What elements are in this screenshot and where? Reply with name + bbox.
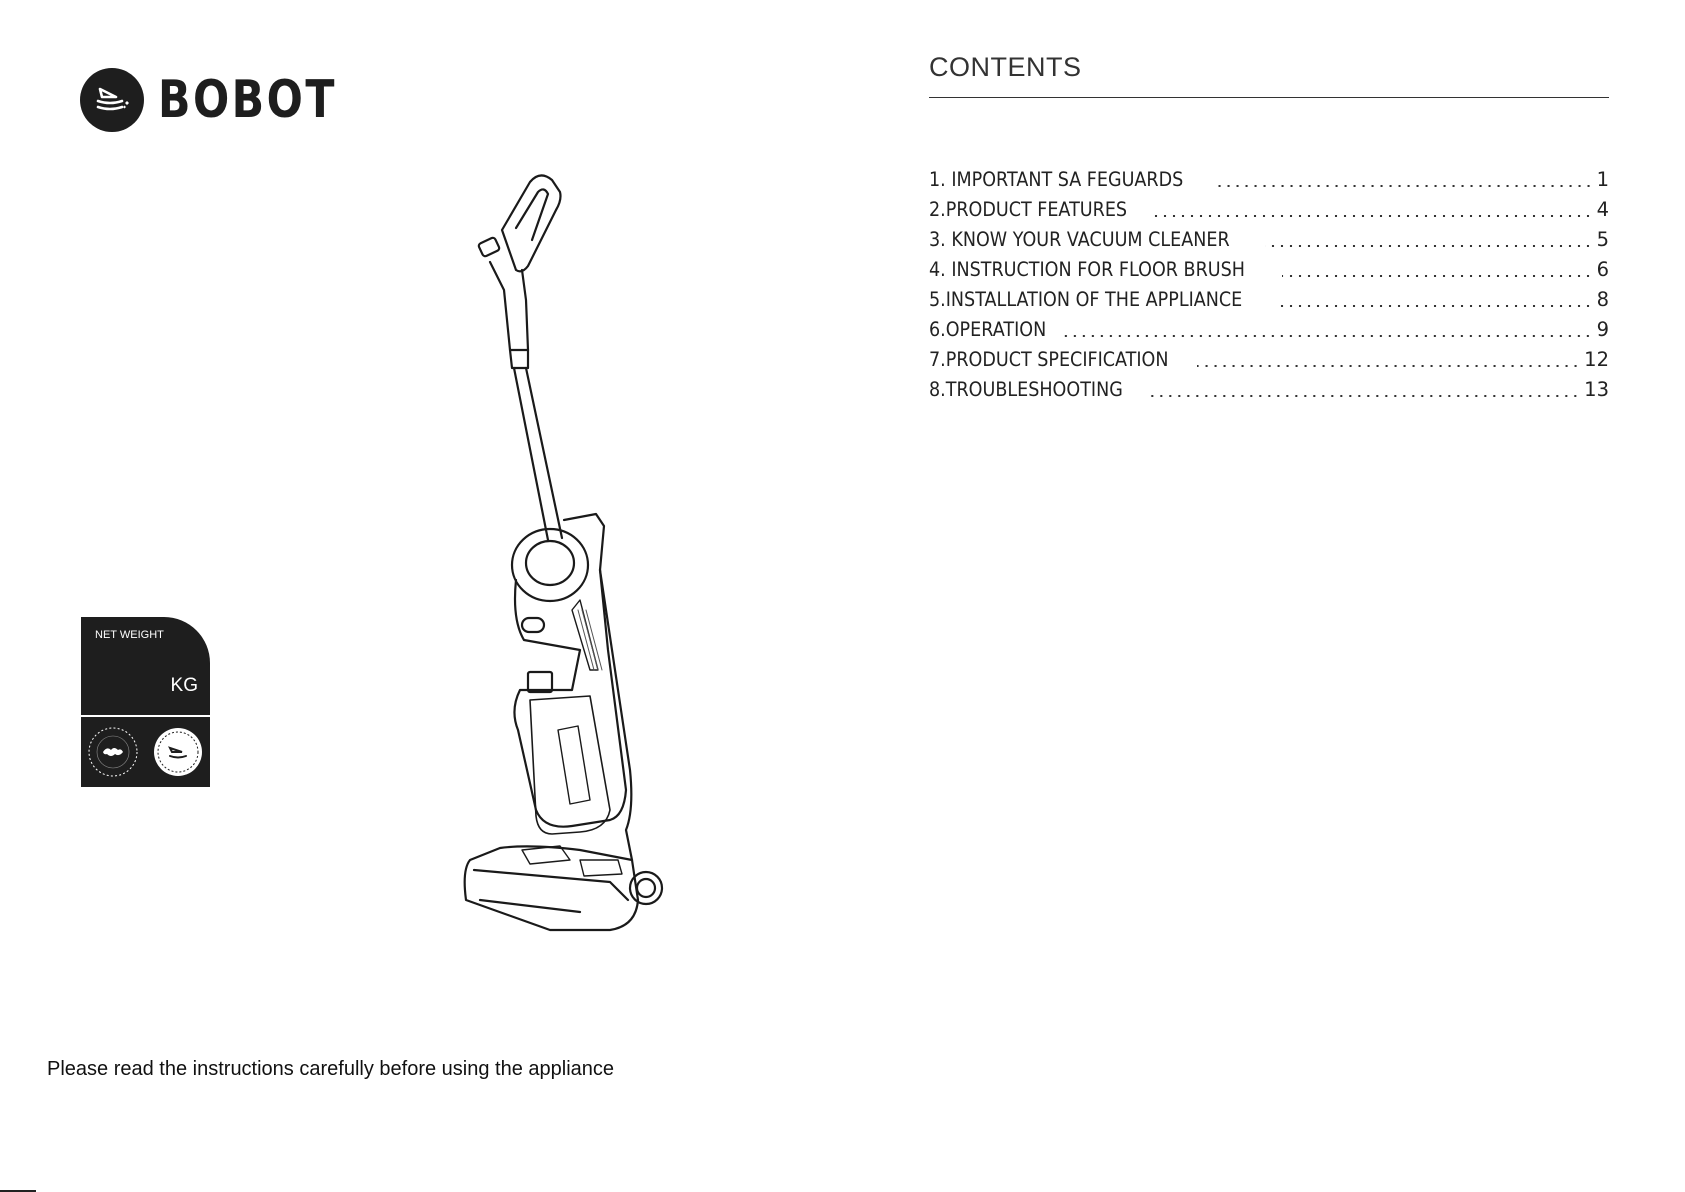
- read-instructions-note: Please read the instructions carefully b…: [47, 1058, 615, 1080]
- net-weight-panel: NET WEIGHT KG: [81, 617, 210, 715]
- toc-item-label: 8.TROUBLESHOOTING: [929, 378, 1123, 401]
- toc-item[interactable]: 1. IMPORTANT SA FEGUARDS 1: [929, 168, 1609, 198]
- brand-logo: BOBOT: [80, 68, 376, 132]
- weight-unit: KG: [170, 675, 198, 696]
- toc-item-page: 4: [1596, 198, 1609, 221]
- toc-item-label: 2.PRODUCT FEATURES: [929, 198, 1128, 221]
- toc-item-label: 6.OPERATION: [929, 318, 1047, 341]
- toc-item-page: 1: [1596, 168, 1609, 191]
- toc-dot-leader: [1282, 275, 1593, 277]
- net-weight-card: NET WEIGHT KG: [81, 617, 210, 787]
- toc-item[interactable]: 3. KNOW YOUR VACUUM CLEANER 5: [929, 228, 1609, 258]
- toc-dot-leader: [1151, 215, 1593, 217]
- toc-item[interactable]: 7.PRODUCT SPECIFICATION 12: [929, 348, 1609, 378]
- toc-item-label: 7.PRODUCT SPECIFICATION: [929, 348, 1169, 371]
- bobot-california-seal-icon: [153, 728, 202, 776]
- toc-item-page: 12: [1584, 348, 1609, 371]
- toc-dot-leader: [1197, 365, 1581, 367]
- toc-item-page: 6: [1596, 258, 1609, 281]
- toc-dot-leader: [1265, 245, 1593, 247]
- toc-item-label: 4. INSTRUCTION FOR FLOOR BRUSH: [929, 258, 1245, 281]
- toc-item[interactable]: 4. INSTRUCTION FOR FLOOR BRUSH 6: [929, 258, 1609, 288]
- toc-item-page: 13: [1584, 378, 1609, 401]
- seal-strip: [81, 717, 210, 787]
- toc-item-page: 9: [1596, 318, 1609, 341]
- toc-list: 1. IMPORTANT SA FEGUARDS 1 2.PRODUCT FEA…: [929, 168, 1609, 408]
- toc-item-page: 8: [1596, 288, 1609, 311]
- vacuum-cleaner-illustration: [463, 174, 664, 932]
- toc-item-label: 1. IMPORTANT SA FEGUARDS: [929, 168, 1184, 191]
- toc-dot-leader: [1146, 395, 1581, 397]
- brand-name: BOBOT: [158, 70, 337, 130]
- toc-item-page: 5: [1596, 228, 1609, 251]
- toc-item[interactable]: 5.INSTALLATION OF THE APPLIANCE 8: [929, 288, 1609, 318]
- net-weight-label: NET WEIGHT: [95, 629, 164, 641]
- toc-item[interactable]: 6.OPERATION 9: [929, 318, 1609, 348]
- toc-dot-leader: [1061, 335, 1593, 337]
- toc-item[interactable]: 8.TROUBLESHOOTING 13: [929, 378, 1609, 408]
- toc-item-label: 3. KNOW YOUR VACUUM CLEANER: [929, 228, 1230, 251]
- bobot-logo-icon: [80, 68, 144, 132]
- contents-title: CONTENTS: [929, 52, 1609, 98]
- table-of-contents: CONTENTS 1. IMPORTANT SA FEGUARDS 1 2.PR…: [929, 52, 1609, 408]
- page-edge-mark: [0, 1190, 36, 1192]
- toc-dot-leader: [1213, 185, 1593, 187]
- clean-the-world-seal-icon: [88, 727, 138, 777]
- toc-item[interactable]: 2.PRODUCT FEATURES 4: [929, 198, 1609, 228]
- toc-item-label: 5.INSTALLATION OF THE APPLIANCE: [929, 288, 1243, 311]
- toc-dot-leader: [1279, 305, 1593, 307]
